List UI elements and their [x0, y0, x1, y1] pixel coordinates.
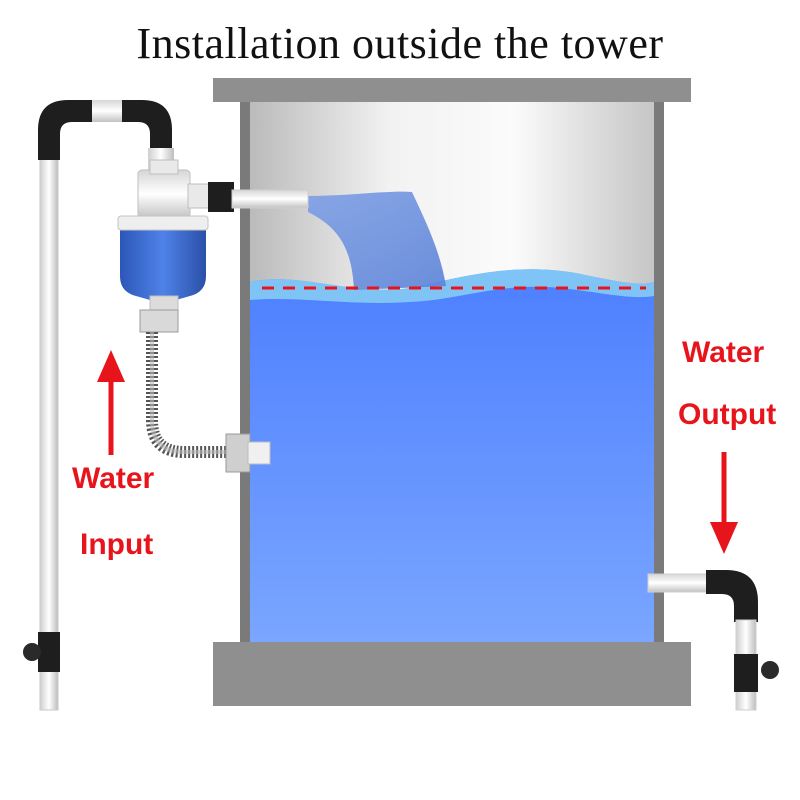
- water-input-label-line1: Water: [72, 462, 155, 495]
- valve-neck: [149, 159, 179, 175]
- output-arrow-icon: [710, 452, 738, 554]
- inlet-top-elbow-left: [38, 100, 96, 160]
- tank-top-cap: [213, 78, 691, 102]
- water-stream: [308, 191, 446, 290]
- hose-body-shine: [150, 332, 232, 454]
- outlet-valve-body: [734, 654, 758, 692]
- flexible-hose: [139, 309, 271, 473]
- hose-body: [146, 332, 232, 458]
- inlet-vertical-pipe: [39, 139, 59, 711]
- inlet-valve-body: [38, 632, 60, 672]
- water-tank: [213, 78, 691, 706]
- inlet-top-pipe: [92, 100, 126, 122]
- page-title: Installation outside the tower: [136, 19, 664, 68]
- tank-left-wall: [240, 102, 250, 642]
- water-output-label-line1: Water: [682, 336, 765, 369]
- input-arrow-icon: [97, 350, 125, 455]
- water-output-label-line2: Output: [678, 398, 777, 431]
- valve-outlet-nut: [208, 182, 234, 212]
- water-input-label-line2: Input: [80, 528, 154, 561]
- hose-top-fitting: [139, 309, 179, 333]
- inlet-valve-handle-icon: [23, 643, 41, 661]
- tank-base: [213, 642, 691, 706]
- hose-tank-connector: [247, 441, 271, 465]
- tank-right-wall: [654, 102, 664, 642]
- valve-float-body: [120, 228, 206, 300]
- outlet-valve-handle-icon: [761, 661, 779, 679]
- inlet-top-elbow-right: [122, 100, 172, 150]
- water-surface-highlight: [250, 269, 654, 303]
- valve-outlet-connector: [187, 183, 211, 209]
- hose-bottom-fitting: [225, 433, 251, 473]
- valve-head: [137, 169, 191, 219]
- water-body: [250, 269, 654, 642]
- outlet-elbow: [706, 570, 758, 622]
- valve-float-cap: [117, 215, 209, 231]
- float-valve: [117, 159, 309, 313]
- outlet-horizontal-pipe: [647, 573, 711, 593]
- outlet-pipe: [647, 570, 779, 711]
- valve-outlet-pipe: [231, 189, 309, 209]
